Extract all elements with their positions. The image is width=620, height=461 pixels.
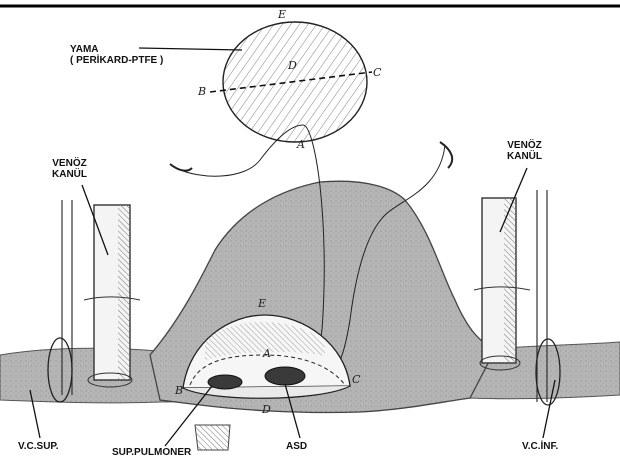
patch-label: YAMA ( PERİKARD-PTFE ) — [70, 44, 163, 66]
venous-right-line2: KANÜL — [507, 151, 542, 162]
needle-right — [440, 142, 452, 168]
point-defect-bottom: D — [262, 404, 271, 416]
pulmonary-vein-orifice — [208, 375, 242, 389]
point-patch-bottom: A — [297, 139, 305, 151]
patch-label-line2: ( PERİKARD-PTFE ) — [70, 55, 163, 66]
needle-left — [170, 164, 192, 171]
retractor — [195, 425, 230, 450]
patch-label-line1: YAMA — [70, 44, 163, 55]
venous-left-line2: KANÜL — [52, 169, 87, 180]
sup-pulmonary-label: SUP.PULMONER — [112, 447, 191, 458]
point-patch-top: E — [278, 9, 286, 21]
ivc-label: V.C.İNF. — [522, 441, 558, 452]
venous-cannula-left-label: VENÖZ KANÜL — [52, 158, 87, 180]
venous-right-line1: VENÖZ — [507, 140, 542, 151]
svc-label: V.C.SUP. — [18, 441, 59, 452]
point-patch-right: C — [373, 67, 381, 79]
point-defect-left: B — [175, 385, 183, 397]
asd-opening — [265, 367, 305, 385]
venous-cannula-right-label: VENÖZ KANÜL — [507, 140, 542, 162]
point-defect-inner: A — [263, 348, 271, 360]
point-defect-top: E — [258, 298, 266, 310]
asd-label: ASD — [286, 441, 307, 452]
point-defect-right: C — [352, 374, 360, 386]
point-patch-left: B — [198, 86, 206, 98]
right-cannula — [474, 198, 530, 370]
point-patch-center: D — [288, 60, 297, 72]
venous-left-line1: VENÖZ — [52, 158, 87, 169]
patch — [139, 22, 372, 142]
